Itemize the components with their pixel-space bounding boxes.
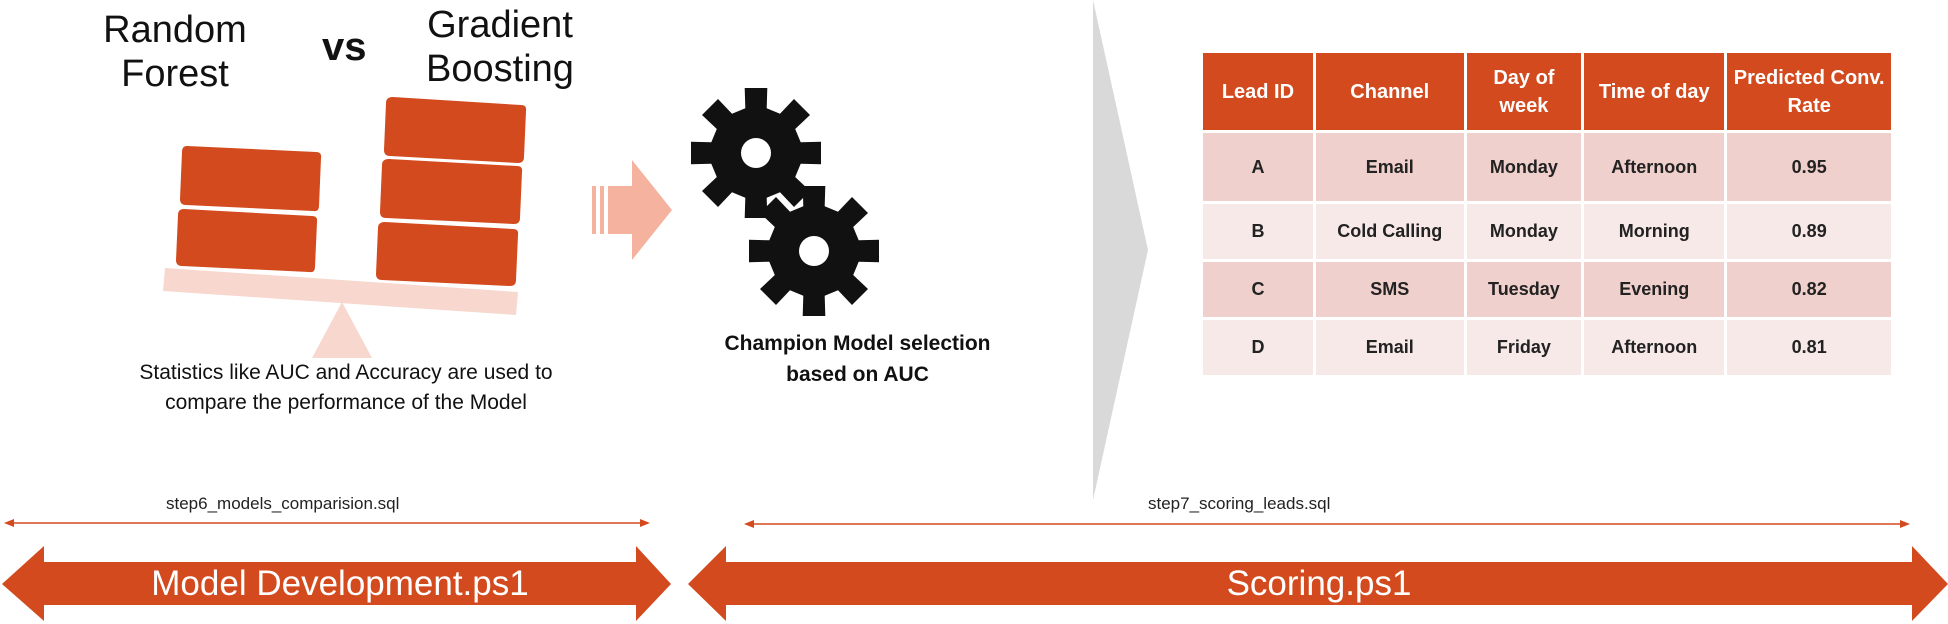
cell-rate: 0.81 [1727, 320, 1891, 375]
gear-shape [749, 186, 879, 316]
champion-model-caption: Champion Model selection based on AUC [724, 332, 991, 386]
cell-rate: 0.95 [1727, 133, 1891, 201]
cell-rate: 0.89 [1727, 204, 1891, 259]
table-row: A Email Monday Afternoon 0.95 [1203, 133, 1891, 201]
cell-channel: SMS [1315, 262, 1464, 317]
table-row: B Cold Calling Monday Morning 0.89 [1203, 204, 1891, 259]
cell-time: Afternoon [1584, 133, 1725, 201]
step6-file-label: step6_models_comparision.sql [166, 494, 400, 513]
step7-span-line [744, 520, 1910, 528]
stack-block [380, 159, 523, 224]
cell-lead-id: C [1203, 262, 1313, 317]
scored-leads-table: Lead ID Channel Day of week Time of day … [1200, 50, 1894, 378]
table-header-row: Lead ID Channel Day of week Time of day … [1203, 53, 1891, 130]
gradient-boosting-label: Gradient Boosting [426, 4, 574, 90]
step6-span-line [4, 519, 650, 527]
stack-block [376, 222, 519, 286]
scoring-banner[interactable] [688, 546, 1948, 621]
vs-label: vs [322, 25, 367, 69]
section-divider [1093, 0, 1148, 500]
gear-icon [749, 186, 879, 316]
header-lead-id: Lead ID [1203, 53, 1313, 130]
cell-day: Friday [1466, 320, 1582, 375]
cell-time: Evening [1584, 262, 1725, 317]
cell-day: Monday [1466, 133, 1582, 201]
table-row: D Email Friday Afternoon 0.81 [1203, 320, 1891, 375]
cell-channel: Email [1315, 320, 1464, 375]
stack-block [180, 146, 322, 212]
cell-time: Morning [1584, 204, 1725, 259]
gear-icon [691, 88, 821, 218]
cell-time: Afternoon [1584, 320, 1725, 375]
model-development-label: Model Development.ps1 [151, 564, 529, 603]
balance-fulcrum [312, 302, 372, 358]
comparison-caption: Statistics like AUC and Accuracy are use… [139, 361, 553, 414]
model-development-banner[interactable] [2, 546, 671, 621]
gear-shape [691, 88, 821, 218]
table-row: C SMS Tuesday Evening 0.82 [1203, 262, 1891, 317]
step7-file-label: step7_scoring_leads.sql [1148, 494, 1331, 513]
flow-arrow [592, 160, 672, 260]
cell-lead-id: A [1203, 133, 1313, 201]
gradient-boosting-stack [376, 97, 527, 286]
header-time-of-day: Time of day [1584, 53, 1725, 130]
stack-block [384, 97, 527, 163]
scoring-label: Scoring.ps1 [1226, 564, 1412, 603]
cell-day: Monday [1466, 204, 1582, 259]
cell-day: Tuesday [1466, 262, 1582, 317]
random-forest-label: Random Forest [103, 9, 247, 95]
cell-rate: 0.82 [1727, 262, 1891, 317]
balance-beam [163, 268, 518, 315]
header-predicted-conv-rate: Predicted Conv. Rate [1727, 53, 1891, 130]
header-channel: Channel [1315, 53, 1464, 130]
stack-block [176, 209, 318, 273]
cell-channel: Email [1315, 133, 1464, 201]
header-day-of-week: Day of week [1466, 53, 1582, 130]
random-forest-stack [176, 146, 322, 273]
cell-channel: Cold Calling [1315, 204, 1464, 259]
cell-lead-id: B [1203, 204, 1313, 259]
cell-lead-id: D [1203, 320, 1313, 375]
